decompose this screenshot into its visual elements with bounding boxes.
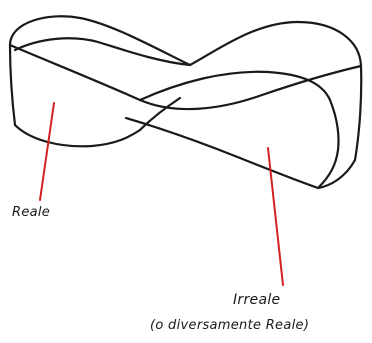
pointer-line-reale bbox=[39, 102, 55, 201]
band-bottom-right-edge bbox=[316, 158, 357, 190]
band-twist-connector bbox=[138, 96, 182, 132]
label-reale: Reale bbox=[12, 205, 51, 220]
label-diversamente-reale: (o diversamente Reale) bbox=[150, 318, 310, 333]
band-right-side bbox=[353, 64, 363, 162]
pointer-line-irreale bbox=[267, 147, 284, 286]
band-bottom-left-edge bbox=[13, 123, 142, 148]
band-top-edge bbox=[8, 15, 363, 68]
label-irreale: Irreale bbox=[233, 292, 281, 308]
band-inner-upper-curve bbox=[8, 43, 363, 111]
band-twist-front-edge bbox=[138, 70, 332, 102]
band-twist-lower-strand bbox=[124, 116, 320, 190]
band-right-inner-fold bbox=[316, 98, 340, 190]
band-left-inner-edge bbox=[13, 37, 192, 67]
band-left-side bbox=[8, 43, 17, 127]
